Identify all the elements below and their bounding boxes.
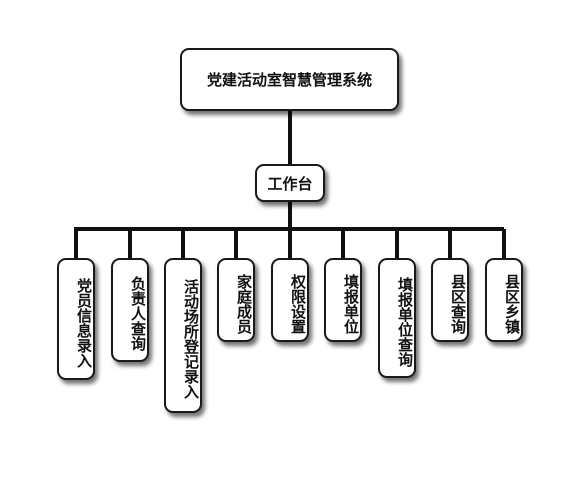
leaf-node-county-township: 县区乡镇 xyxy=(485,258,523,342)
leaf-node-label: 填报单位 xyxy=(342,273,360,334)
leaf-node-label: 家庭成员 xyxy=(235,273,253,334)
leaf-node-label: 党员信息录入 xyxy=(75,277,93,368)
leaf-node-label: 县区乡镇 xyxy=(503,273,521,334)
leaf-node-label: 填报单位查询 xyxy=(396,276,414,367)
leaf-node-reporting-unit-query: 填报单位查询 xyxy=(378,258,416,378)
leaf-node-county-query: 县区查询 xyxy=(431,258,469,342)
leaf-node-responsible-query: 负责人查询 xyxy=(111,258,149,362)
leaf-node-label: 活动场所登记录入 xyxy=(182,279,200,399)
leaf-node-permission-settings: 权限设置 xyxy=(271,258,309,342)
leaf-node-party-member-entry: 党员信息录入 xyxy=(57,258,95,380)
leaf-node-label: 县区查询 xyxy=(449,273,467,334)
leaf-node-reporting-unit: 填报单位 xyxy=(324,258,362,342)
leaf-node-venue-registration: 活动场所登记录入 xyxy=(164,258,202,413)
leaf-node-label: 负责人查询 xyxy=(129,276,147,351)
hub-node-label: 工作台 xyxy=(267,174,313,193)
hub-node: 工作台 xyxy=(255,164,325,202)
root-node-label: 党建活动室智慧管理系统 xyxy=(206,71,372,89)
leaf-node-label: 权限设置 xyxy=(289,273,307,334)
root-node: 党建活动室智慧管理系统 xyxy=(180,48,399,111)
leaf-node-family-members: 家庭成员 xyxy=(217,258,255,342)
